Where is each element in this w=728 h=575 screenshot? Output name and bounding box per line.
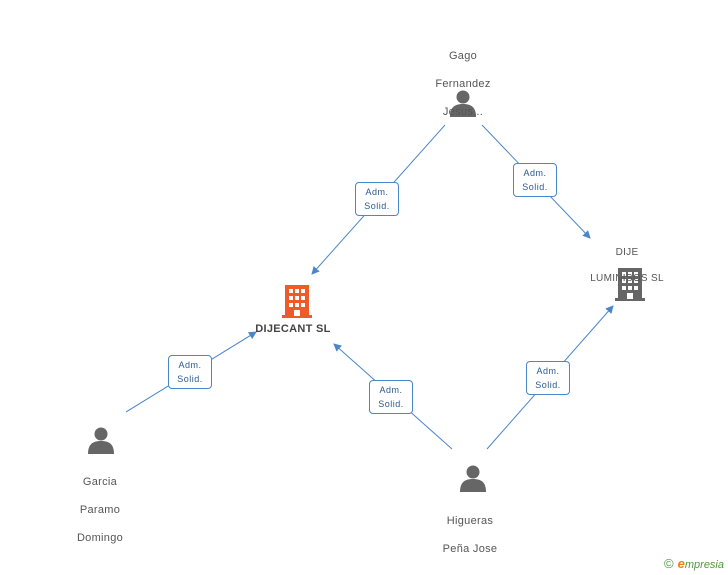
person-label-garcia[interactable]: Garcia Paramo Domingo: [76, 476, 124, 544]
brand-logo: empresia: [677, 556, 724, 571]
company-label-dijecant[interactable]: DIJECANT SL: [255, 323, 331, 335]
person-label-gago[interactable]: Gago Fernandez Jesus...: [435, 50, 491, 118]
copyright-icon: ©: [664, 556, 674, 571]
edge-label-gago-dijecant[interactable]: Adm. Solid.: [355, 182, 399, 216]
person-icon[interactable]: [450, 90, 476, 118]
edge-label-garcia-dijecant[interactable]: Adm. Solid.: [168, 355, 212, 389]
edge-label-higueras-dijecant[interactable]: Adm. Solid.: [369, 380, 413, 414]
edge-label-gago-dije[interactable]: Adm. Solid.: [513, 163, 557, 197]
building-icon[interactable]: [282, 285, 312, 318]
company-label-dije-luminisos[interactable]: DIJE LUMINISOS SL: [590, 247, 664, 284]
building-icon[interactable]: [615, 268, 645, 301]
person-icon[interactable]: [88, 427, 114, 455]
brand-watermark: © empresia: [664, 556, 724, 571]
edge-label-higueras-dije[interactable]: Adm. Solid.: [526, 361, 570, 395]
person-label-higueras[interactable]: Higueras Peña Jose: [442, 515, 498, 555]
person-icon[interactable]: [460, 465, 486, 493]
